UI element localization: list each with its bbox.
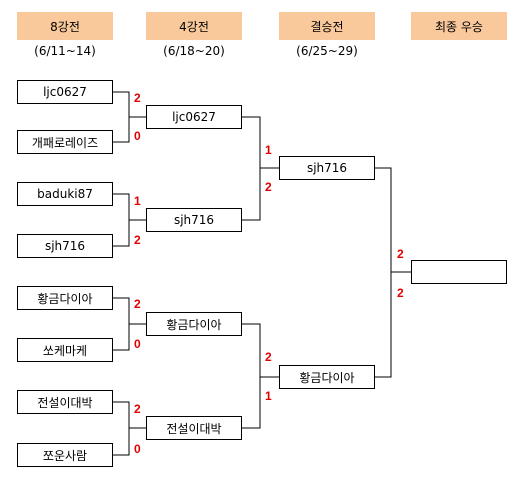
r1-score-8: 0 <box>134 442 141 456</box>
r2-player-4: 전설이대박 <box>146 416 242 440</box>
round-header-final: 결승전 <box>279 12 375 40</box>
r3-score-1: 2 <box>397 247 404 261</box>
r1-score-6: 0 <box>134 337 141 351</box>
r1-score-4: 2 <box>134 233 141 247</box>
round-header-champion: 최종 우승 <box>411 12 507 40</box>
r2-score-1: 1 <box>265 143 272 157</box>
r1-player-2: 개패로레이즈 <box>17 130 113 154</box>
round-dates-semifinal: (6/18~20) <box>163 44 225 58</box>
r3-player-1: sjh716 <box>279 156 375 180</box>
r1-player-8: 쪼운사람 <box>17 443 113 467</box>
r1-player-6: 쏘케마케 <box>17 338 113 362</box>
round-dates-quarterfinal: (6/11~14) <box>34 44 96 58</box>
r1-score-5: 2 <box>134 297 141 311</box>
r1-player-1: ljc0627 <box>17 80 113 104</box>
r1-player-3: baduki87 <box>17 182 113 206</box>
r2-player-2: sjh716 <box>146 208 242 232</box>
r2-player-3: 황금다이아 <box>146 312 242 336</box>
champion-box <box>411 260 507 284</box>
round-dates-final: (6/25~29) <box>296 44 358 58</box>
round-header-quarterfinal: 8강전 <box>17 12 113 40</box>
r2-player-1: ljc0627 <box>146 105 242 129</box>
r1-score-2: 0 <box>134 129 141 143</box>
r1-player-4: sjh716 <box>17 234 113 258</box>
r1-player-7: 전설이대박 <box>17 390 113 414</box>
r1-score-3: 1 <box>134 194 141 208</box>
r2-score-2: 2 <box>265 180 272 194</box>
r1-player-5: 황금다이아 <box>17 286 113 310</box>
r1-score-7: 2 <box>134 402 141 416</box>
round-header-semifinal: 4강전 <box>146 12 242 40</box>
r2-score-3: 2 <box>265 350 272 364</box>
r3-player-2: 황금다이아 <box>279 365 375 389</box>
r3-score-2: 2 <box>397 286 404 300</box>
r2-score-4: 1 <box>265 389 272 403</box>
r1-score-1: 2 <box>134 91 141 105</box>
